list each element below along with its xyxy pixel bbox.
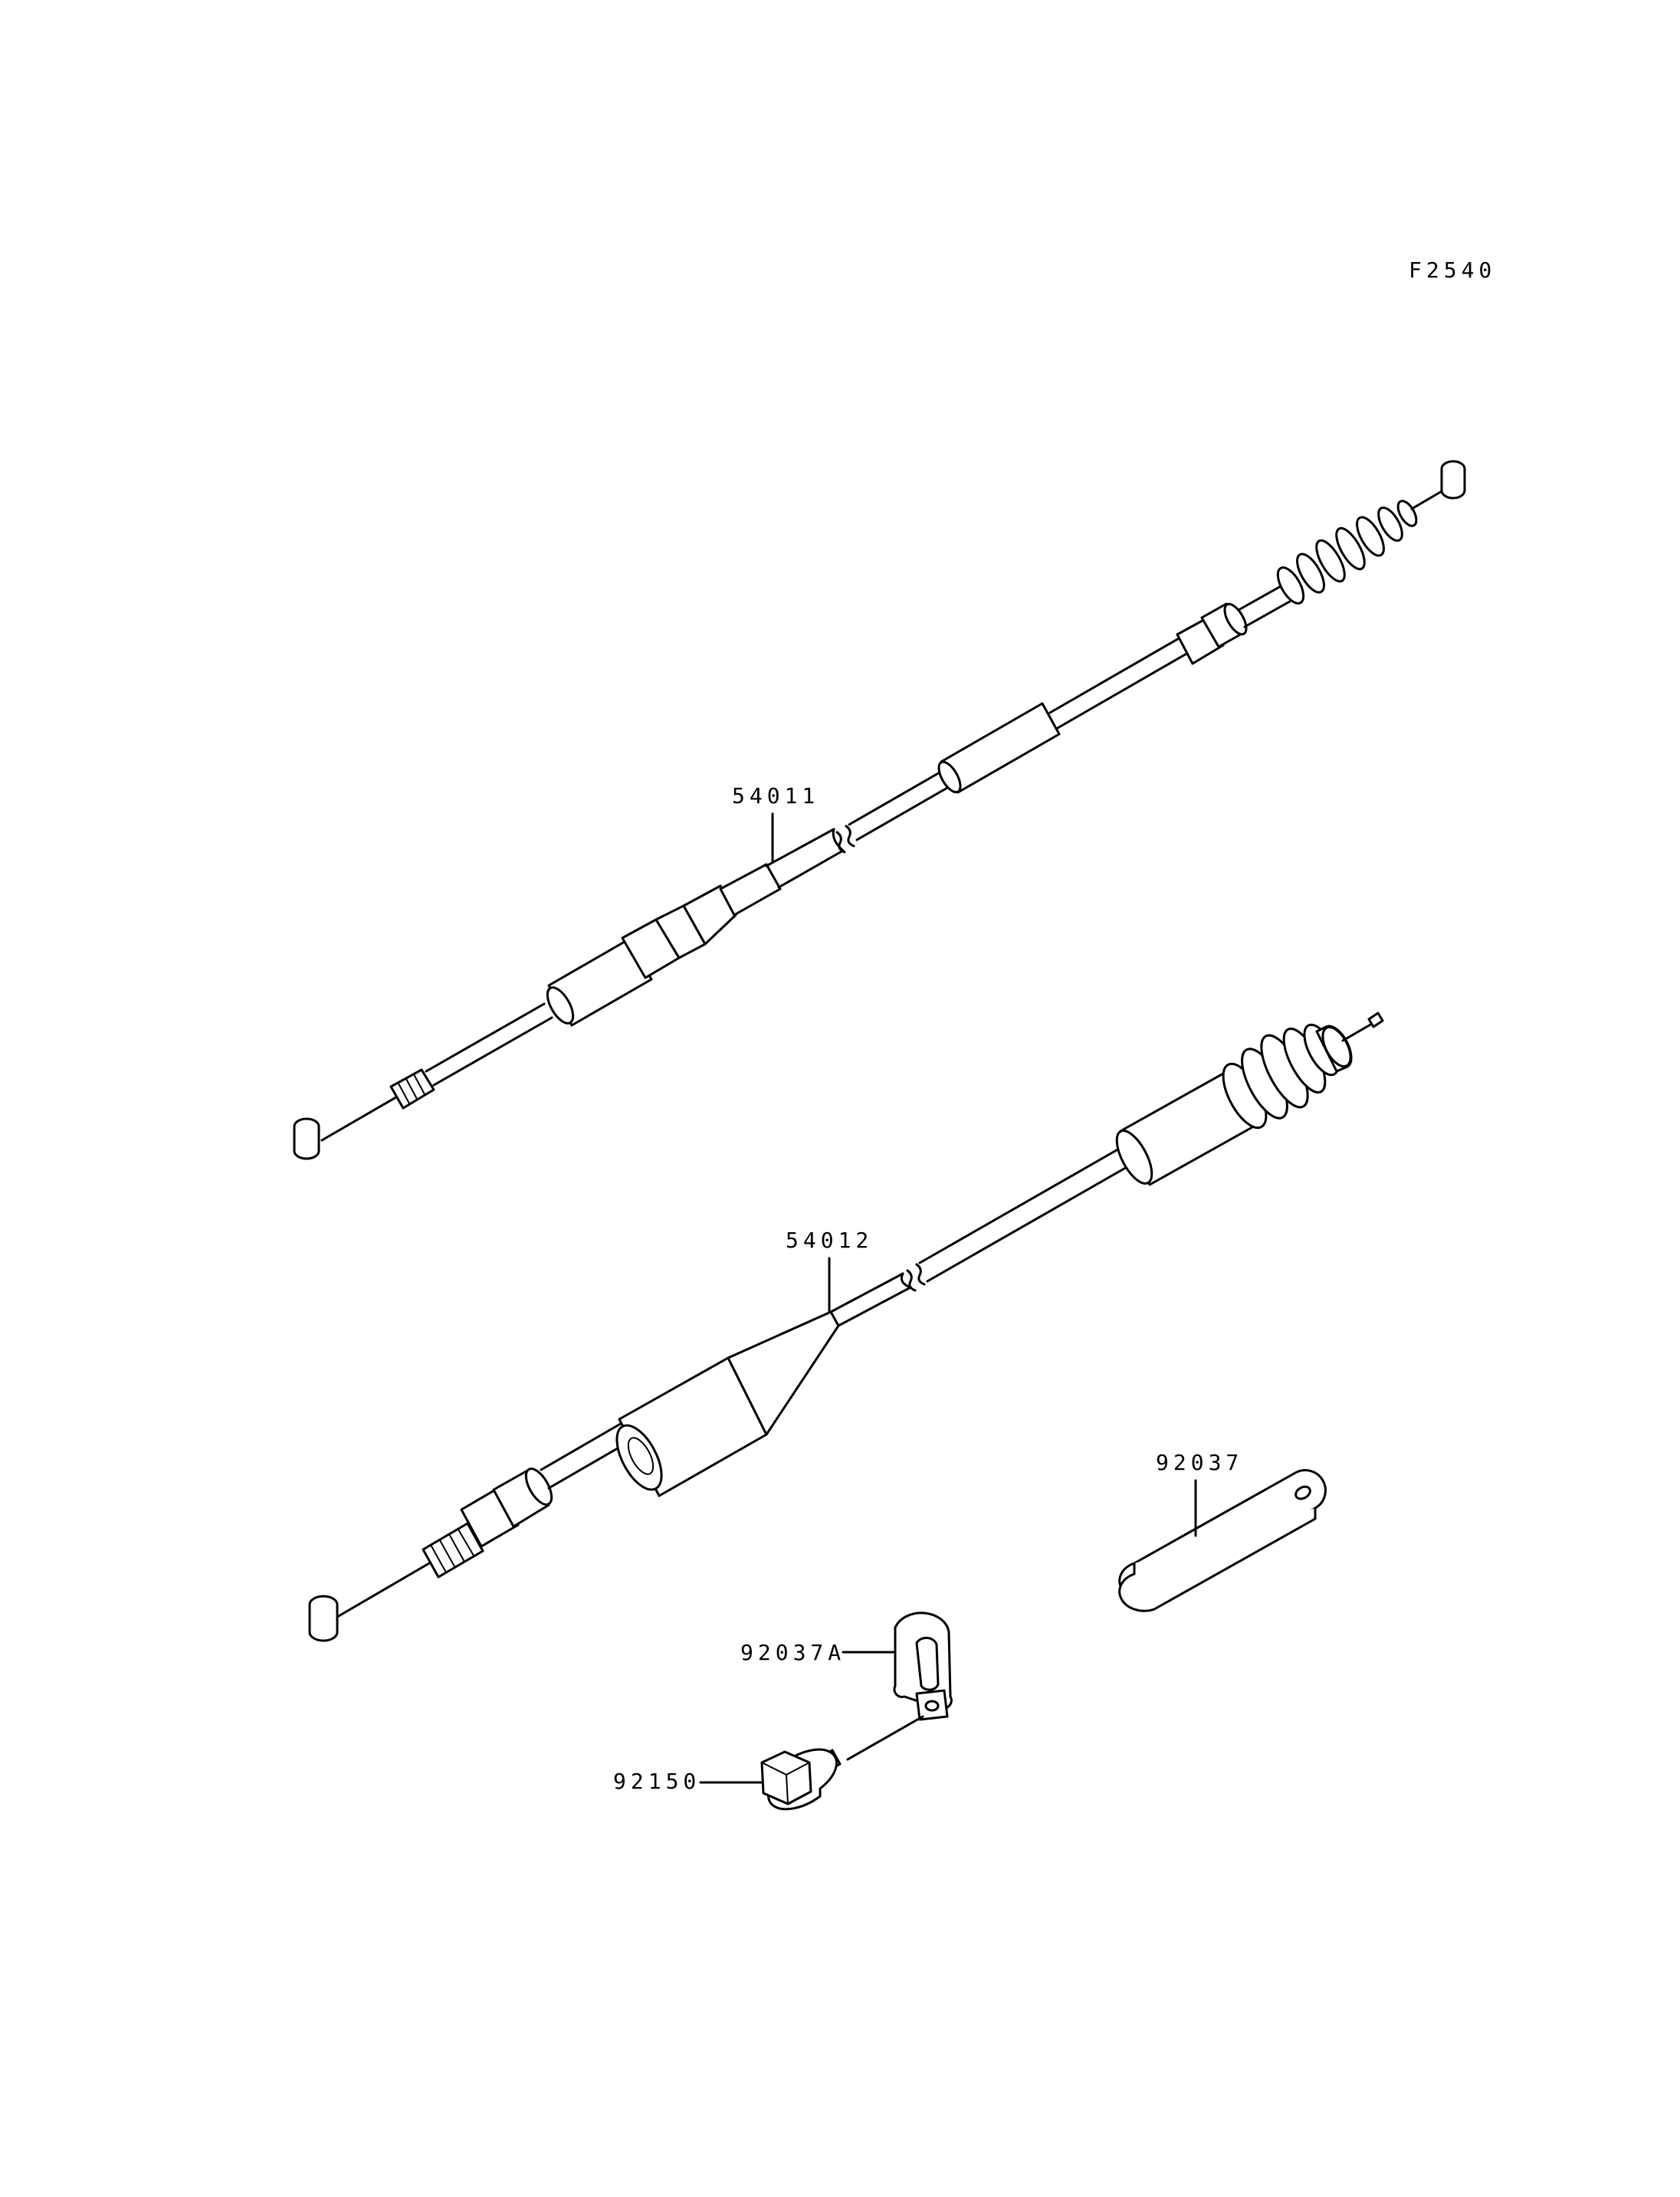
callout-label-92037: 92037: [1156, 1450, 1243, 1475]
callout-label-54011: 54011: [732, 783, 819, 808]
cable-54012: [308, 1012, 1384, 1642]
bolt-92150: 92150: [613, 1715, 924, 1811]
clamp-band-92037: 92037: [1118, 1450, 1327, 1612]
figure-code: F2540: [1409, 257, 1496, 283]
callout-54012: 54012: [786, 1228, 873, 1313]
callout-label-54012: 54012: [786, 1228, 873, 1253]
callout-label-92150: 92150: [613, 1769, 701, 1794]
clamp-92037A: 92037A: [740, 1612, 953, 1721]
callout-label-92037A: 92037A: [740, 1640, 845, 1665]
callout-54011: 54011: [732, 783, 819, 863]
cable-54011: [293, 460, 1466, 1160]
